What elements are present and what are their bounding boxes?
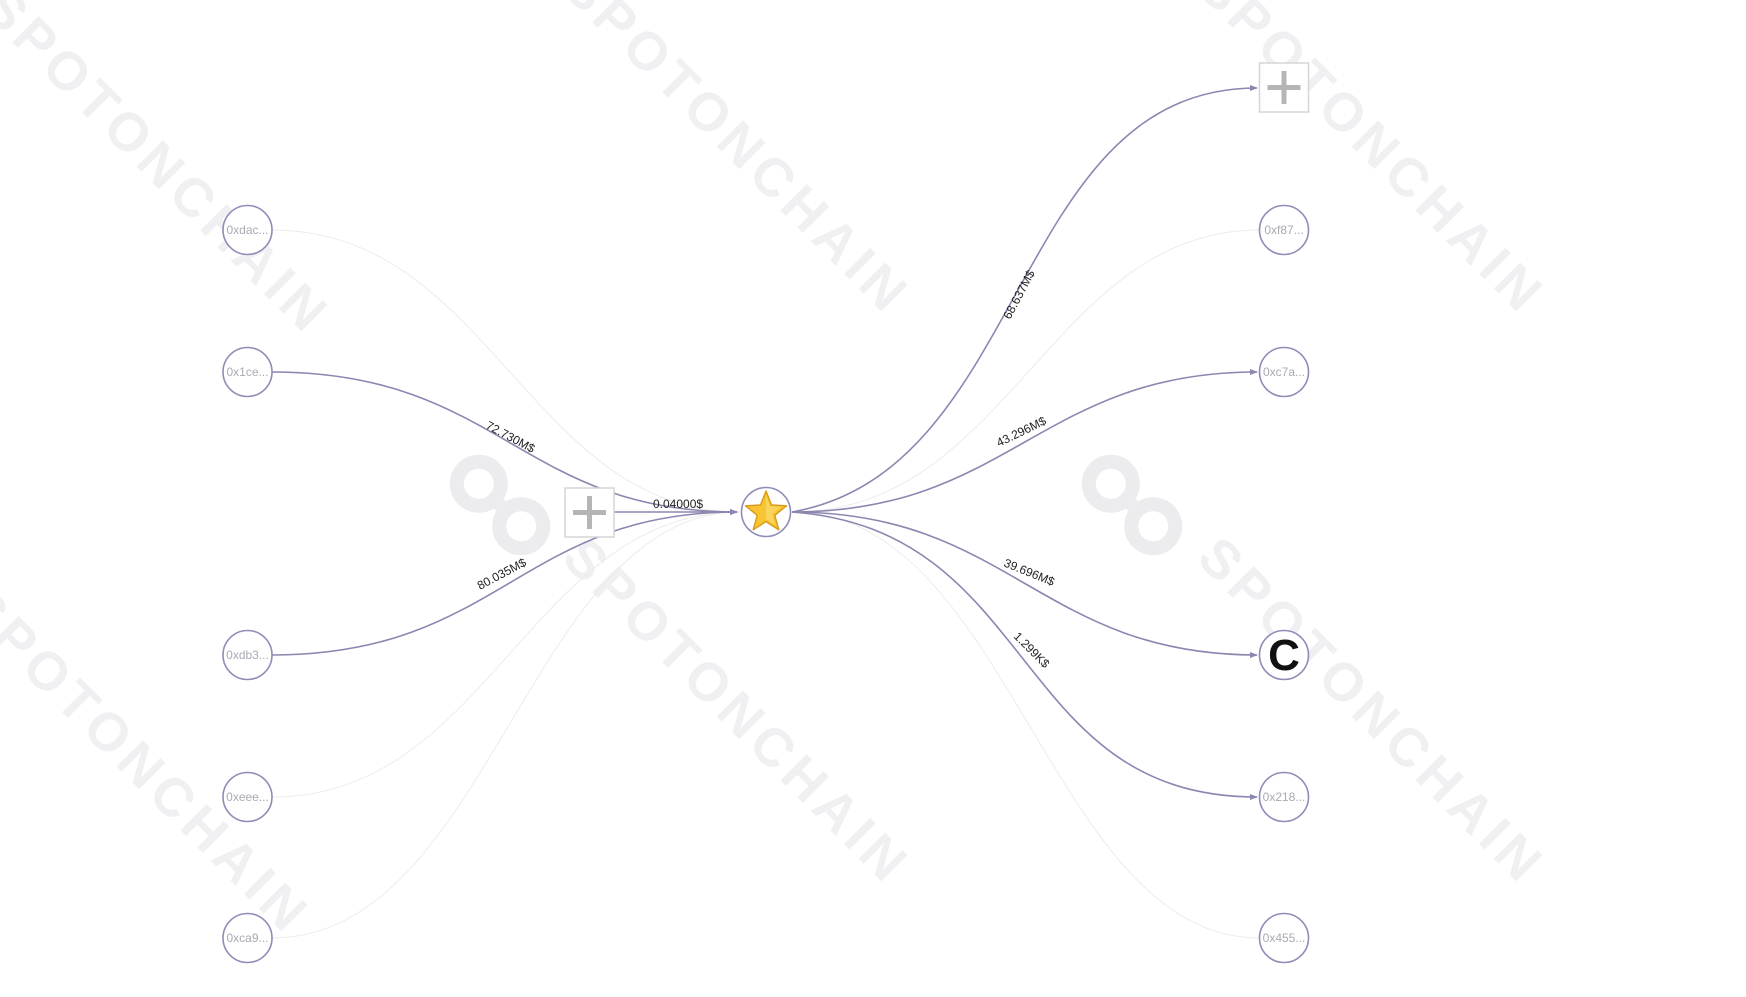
address-node[interactable]: 0x455...	[1258, 912, 1310, 964]
watermark-logo-icon	[1081, 454, 1183, 556]
address-node[interactable]: 0xca9...	[222, 912, 273, 964]
node-label: 0xeee...	[226, 790, 269, 804]
node-label: 0x1ce...	[226, 365, 268, 379]
edge-c[interactable]	[791, 511, 1258, 658]
address-node[interactable]: 0x218...	[1258, 771, 1310, 823]
edge-right-plus[interactable]	[791, 85, 1258, 513]
edge-label-0x218: 1.299K$	[1011, 629, 1053, 671]
inactive-edges	[271, 229, 1261, 939]
node-label: 0xc7a...	[1263, 365, 1305, 379]
edge-label-left-plus: 0.04000$	[653, 497, 703, 511]
node-label: 0xdac...	[226, 223, 268, 237]
edge-0xf87	[791, 229, 1261, 513]
edge-0xeee	[271, 511, 741, 798]
edge-0x1ce[interactable]	[271, 371, 738, 515]
watermark-text: SPOTONCHAIN	[0, 0, 342, 347]
star-icon	[744, 490, 788, 531]
node-letter: C	[1268, 631, 1300, 680]
left-nodes: 0xdac... 0x1ce... 0xdb3... 0xeee... 0xca…	[222, 204, 615, 964]
entity-node-c[interactable]: C	[1258, 629, 1310, 681]
watermark-text: SPOTONCHAIN	[552, 0, 923, 327]
edge-label-right-plus: 68.637M$	[1000, 267, 1038, 321]
node-label: 0x455...	[1263, 931, 1306, 945]
watermark-logo-icon	[449, 454, 551, 556]
edge-0x455	[791, 511, 1261, 939]
expand-node-plus-icon[interactable]	[564, 487, 615, 538]
address-node[interactable]: 0xeee...	[222, 771, 273, 823]
node-label: 0xca9...	[226, 931, 268, 945]
address-node[interactable]: 0xf87...	[1258, 204, 1310, 256]
edge-0x218[interactable]	[791, 511, 1258, 800]
center-node[interactable]	[740, 486, 792, 538]
active-edges	[271, 85, 1258, 800]
edge-0xc7a[interactable]	[791, 369, 1258, 513]
edge-labels: 72.730M$ 0.04000$ 80.035M$ 68.637M$ 43.2…	[475, 267, 1057, 671]
expand-node-plus-icon[interactable]	[1258, 62, 1310, 113]
node-label: 0xdb3...	[226, 648, 269, 662]
edge-0xdac	[271, 229, 741, 513]
edge-0xdb3[interactable]	[271, 509, 738, 656]
right-nodes: 0xf87... 0xc7a... C 0x218... 0x455...	[1258, 62, 1310, 964]
node-label: 0xf87...	[1264, 223, 1303, 237]
address-node[interactable]: 0xdac...	[222, 204, 273, 256]
address-node[interactable]: 0xc7a...	[1258, 346, 1310, 398]
node-label: 0x218...	[1263, 790, 1306, 804]
watermark-text: SPOTONCHAIN	[1187, 526, 1558, 897]
address-node[interactable]: 0xdb3...	[222, 629, 273, 681]
watermark-text: SPOTONCHAIN	[552, 526, 923, 897]
address-node[interactable]: 0x1ce...	[222, 346, 273, 398]
watermark-text: SPOTONCHAIN	[1187, 0, 1558, 327]
edge-label-c: 39.696M$	[1002, 556, 1057, 589]
edge-0xca9	[271, 511, 741, 939]
edge-label-0x1ce: 72.730M$	[484, 418, 538, 456]
watermark-text: SPOTONCHAIN	[0, 576, 322, 947]
